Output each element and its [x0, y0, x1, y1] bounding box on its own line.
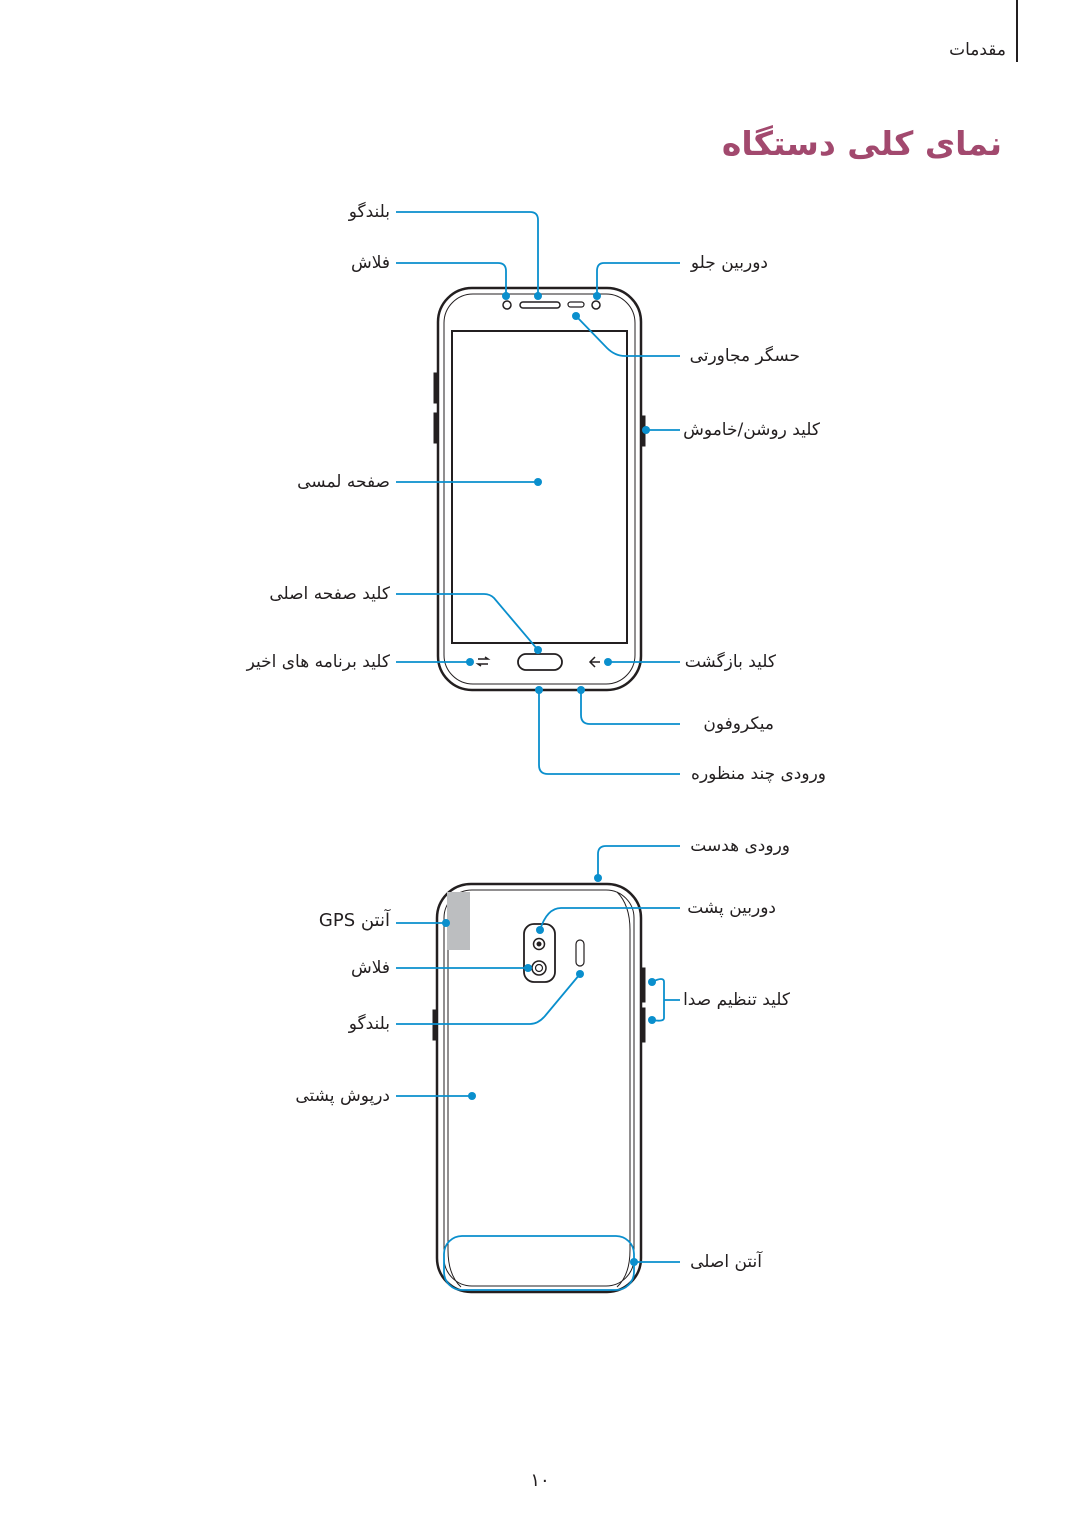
label-gps-antenna: آنتن GPS — [318, 910, 390, 931]
label-front-earpiece: بلندگو — [348, 202, 390, 222]
label-headset-jack: ورودی هدست — [690, 836, 790, 856]
label-home-key: کلید صفحه اصلی — [269, 584, 390, 604]
label-back-key: کلید بازگشت — [684, 652, 776, 672]
label-front-flash: فلاش — [350, 253, 390, 273]
label-proximity-sensor: حسگر مجاورتی — [689, 346, 800, 366]
back-callouts — [396, 845, 680, 1263]
label-multipurpose-jack: ورودی چند منظوره — [691, 764, 826, 784]
label-microphone: میکروفون — [703, 714, 774, 734]
page-title: نمای کلی دستگاه — [721, 124, 1002, 163]
front-phone — [433, 286, 646, 692]
main-antenna-area — [443, 1235, 635, 1291]
label-back-cover: درپوش پشتی — [295, 1086, 390, 1106]
label-touchscreen: صفحه لمسی — [297, 472, 390, 492]
label-recents-key: کلید برنامه های اخیر — [246, 652, 390, 672]
header-rule — [1016, 0, 1018, 62]
label-power-key: کلید روشن/خاموش — [683, 420, 820, 440]
page-number: ۱۰ — [530, 1470, 550, 1491]
front-callouts — [396, 211, 680, 775]
label-volume-key: کلید تنظیم صدا — [683, 990, 790, 1010]
front-callout-dots — [466, 292, 650, 694]
label-front-camera: دوربین جلو — [690, 253, 768, 273]
label-main-antenna: آنتن اصلی — [690, 1252, 762, 1272]
label-rear-camera: دوربین پشت — [687, 898, 776, 918]
gps-antenna-area — [447, 892, 470, 950]
label-rear-flash: فلاش — [350, 958, 390, 978]
section-title: مقدمات — [949, 40, 1006, 60]
back-callout-dots — [442, 874, 656, 1266]
label-speaker: بلندگو — [348, 1014, 390, 1034]
